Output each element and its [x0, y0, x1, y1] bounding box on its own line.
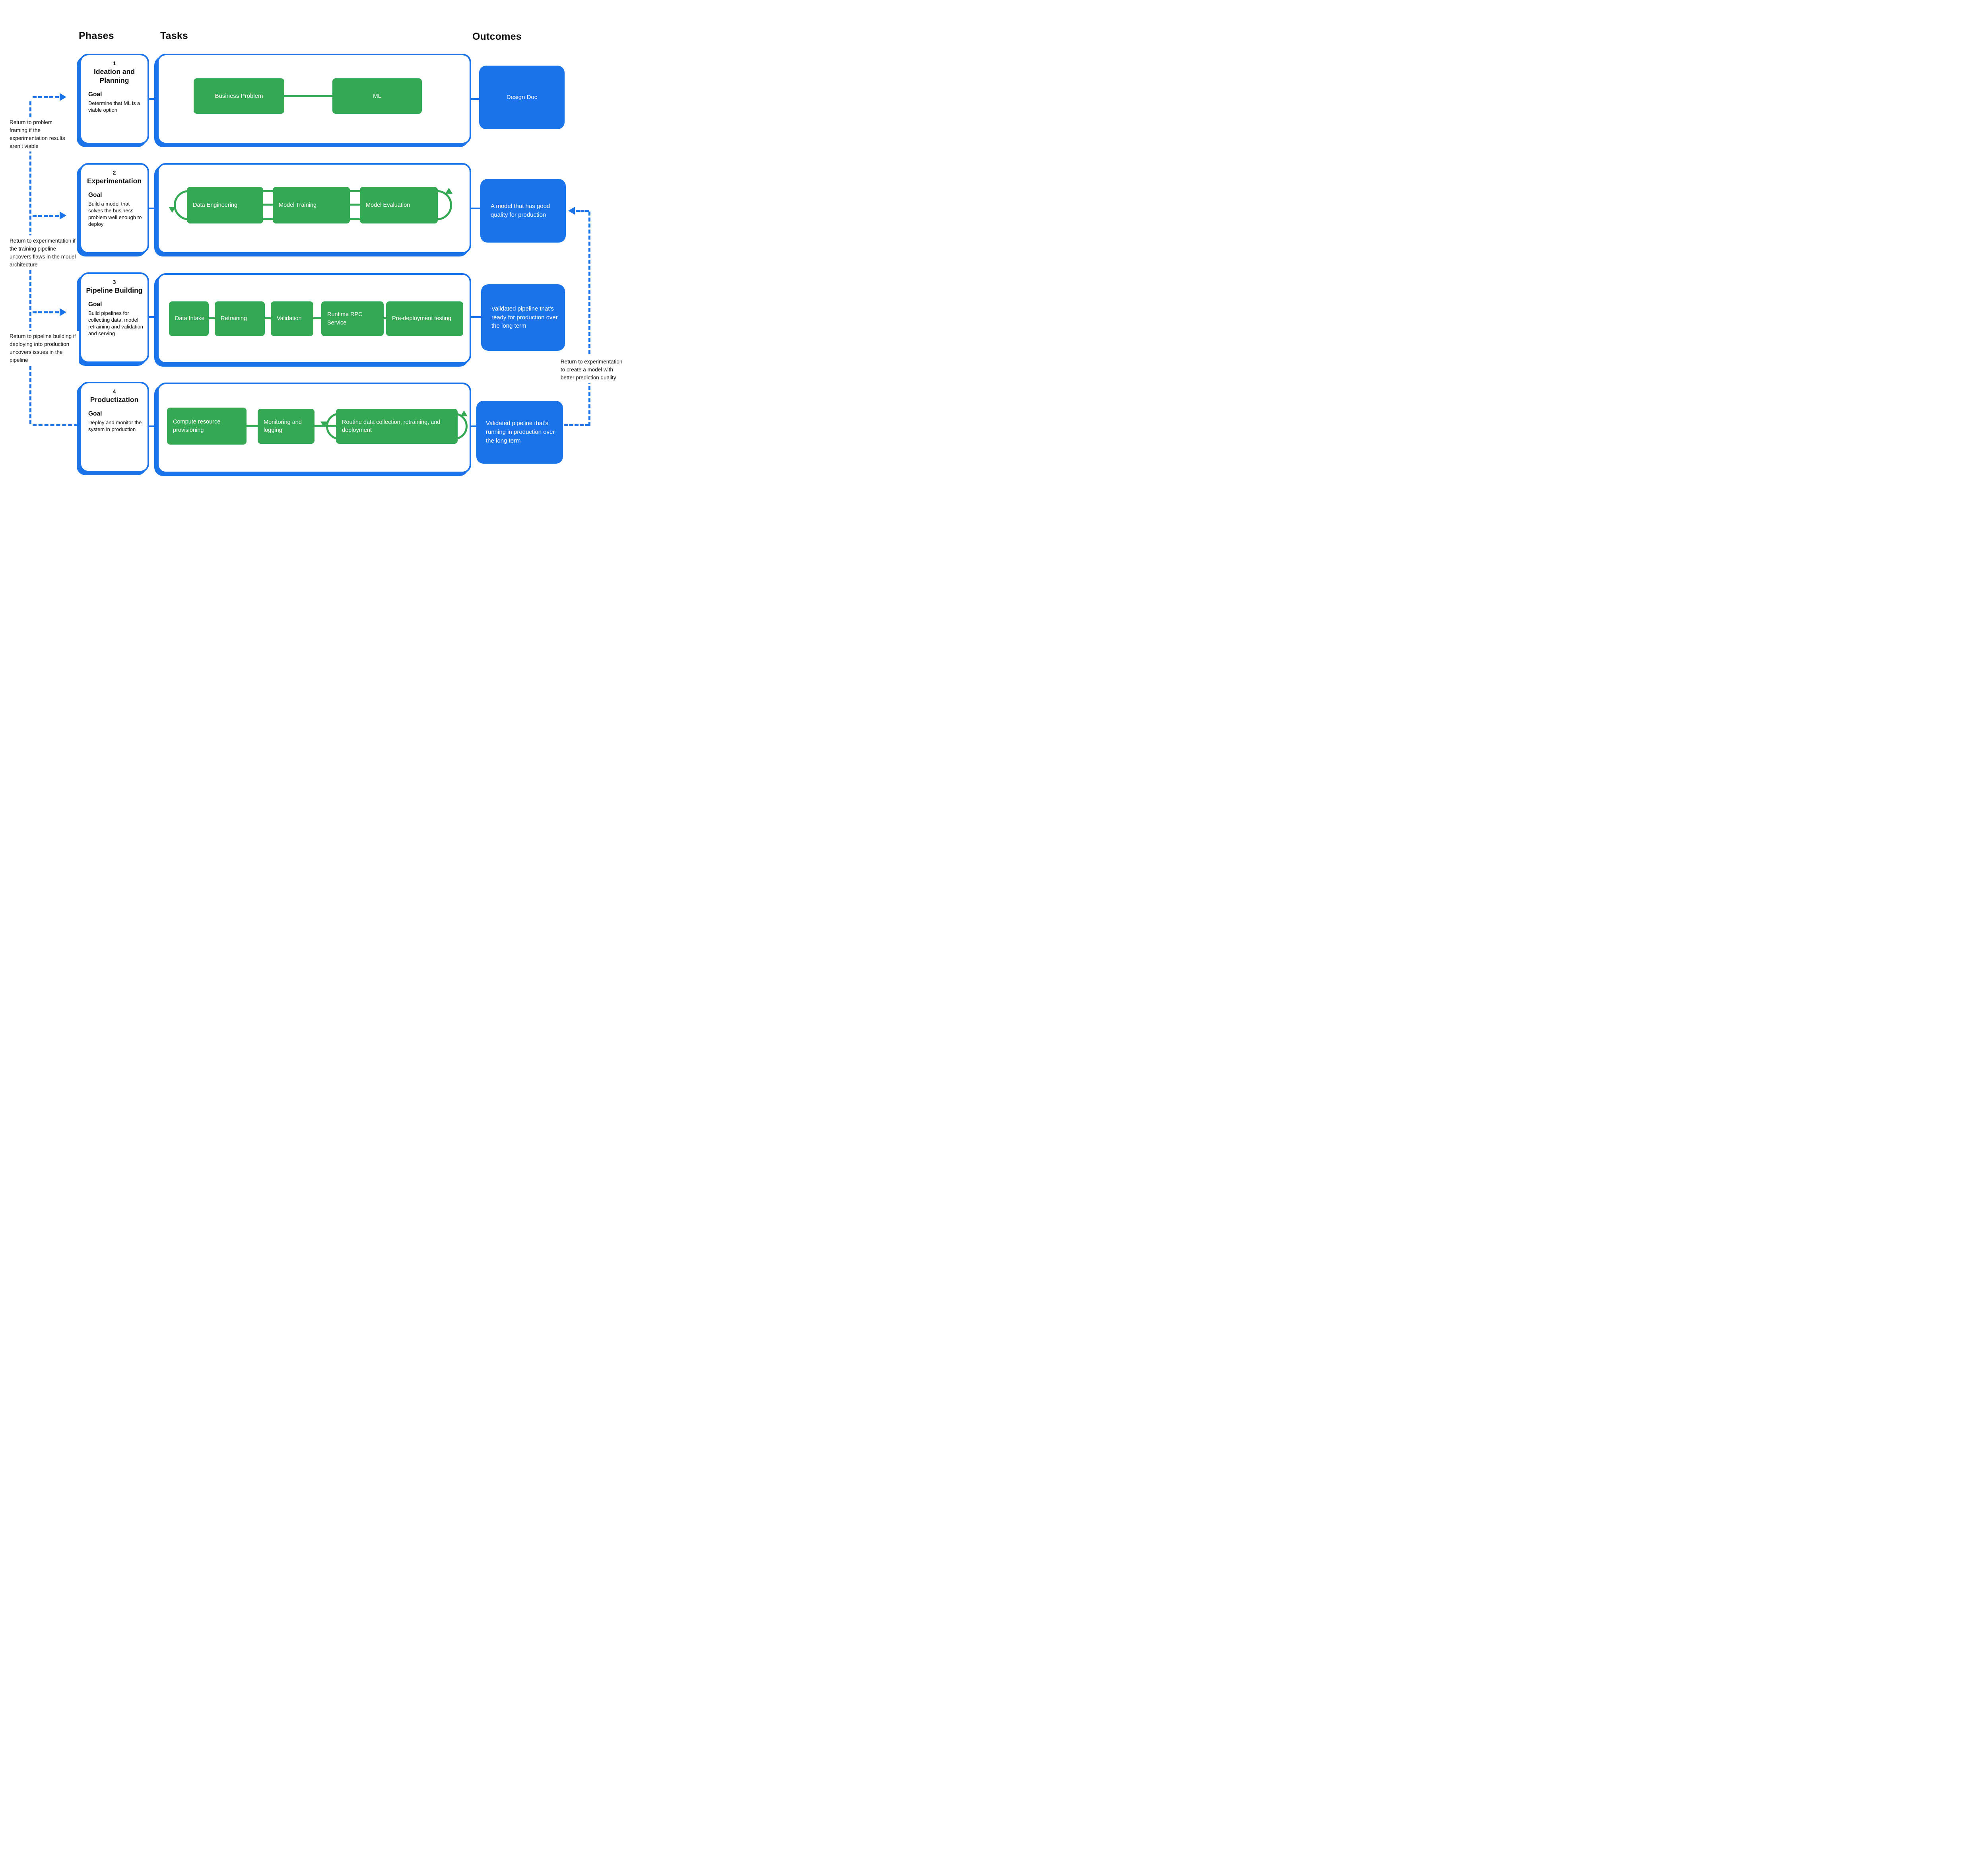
annotation-return-to-pipeline-building: Return to pipeline building if deploying… [10, 331, 79, 366]
phase-2-to-tasks-connector [148, 208, 159, 209]
phase-1-title: Ideation and Planning [93, 68, 135, 84]
return-branch-from-outcome-4-line [564, 424, 589, 426]
phase-4-title: Productization [90, 396, 139, 404]
phase-1-goal-text: Determine that ML is a viable option [88, 100, 140, 113]
phase-3-number: 3 [113, 279, 116, 285]
task-validation: Validation [271, 301, 313, 336]
return-branch-to-phase-1-line [33, 96, 59, 98]
model-training-to-model-evaluation-connector [347, 204, 363, 206]
return-arrow-to-phase-1-icon [60, 93, 66, 101]
loop-arrow-left-icon [169, 207, 176, 213]
data-engineering-to-model-training-connector [260, 204, 276, 206]
phase-4-goal-label: Goal [88, 410, 102, 417]
phase-1-number: 1 [113, 60, 116, 66]
compute-to-monitoring-connector [245, 425, 260, 427]
loop-arrow-right-icon [445, 188, 452, 194]
task-business-problem: Business Problem [194, 78, 284, 114]
phase-2-goal-label: Goal [88, 191, 102, 198]
phase-4-goal-text: Deploy and monitor the system in product… [88, 419, 142, 433]
return-branch-from-phase-4-line [33, 424, 78, 426]
outcome-model-good-quality: A model that has good quality for produc… [480, 179, 566, 243]
phase-1-goal-label: Goal [88, 91, 102, 98]
annotation-return-to-problem-framing: Return to problem framing if the experim… [10, 117, 66, 152]
task-runtime-rpc-service: Runtime RPC Service [321, 301, 384, 336]
task-data-engineering: Data Engineering [187, 187, 263, 223]
task-compute-resource-provisioning: Compute resource provisioning [167, 408, 247, 445]
outcome-design-doc: Design Doc [479, 66, 565, 129]
outcome-validated-pipeline-ready: Validated pipeline that’s ready for prod… [481, 284, 565, 351]
task-ml: ML [332, 78, 422, 114]
phase-4-number: 4 [113, 388, 116, 394]
return-arrow-to-phase-3-icon [60, 308, 66, 316]
phases-column-header: Phases [79, 30, 114, 41]
phase-3-title: Pipeline Building [86, 286, 143, 294]
task-pre-deployment-testing: Pre-deployment testing [386, 301, 463, 336]
return-arrow-to-phase-2-icon [60, 212, 66, 220]
phase-2-number: 2 [113, 169, 116, 176]
task-routine-data-collection: Routine data collection, retraining, and… [336, 409, 458, 444]
tasks-3-to-outcome-connector [470, 316, 483, 318]
phase-2-box: 2 Experimentation Goal Build a model tha… [80, 163, 149, 254]
annotation-return-to-experimentation: Return to experimentation if the trainin… [10, 235, 76, 270]
tasks-column-header: Tasks [160, 30, 188, 41]
phase-4-box: 4 Productization Goal Deploy and monitor… [80, 382, 149, 472]
task-monitoring-and-logging: Monitoring and logging [258, 409, 315, 444]
data-intake-to-retraining-connector [207, 317, 218, 319]
outcome-validated-pipeline-running: Validated pipeline that’s running in pro… [476, 401, 563, 464]
phase-3-goal-text: Build pipelines for collecting data, mod… [88, 310, 144, 337]
right-return-rail-line [588, 212, 590, 426]
return-branch-to-outcome-2-line [576, 210, 589, 212]
phase-1-box: 1 Ideation and Planning Goal Determine t… [80, 54, 149, 144]
phase-2-title: Experimentation [87, 177, 142, 185]
return-arrow-to-outcome-2-icon [568, 207, 575, 215]
return-branch-to-phase-2-line [33, 215, 59, 217]
return-branch-to-phase-3-line [33, 311, 59, 313]
monitoring-to-routine-connector [313, 425, 338, 427]
phase-3-goal-label: Goal [88, 301, 102, 308]
task-retraining: Retraining [215, 301, 265, 336]
annotation-return-to-experimentation-right: Return to experimentation to create a mo… [561, 356, 623, 383]
phase-3-to-tasks-connector [148, 316, 159, 318]
task-model-training: Model Training [273, 187, 350, 223]
phase-1-to-tasks-connector [148, 98, 159, 100]
outcomes-column-header: Outcomes [472, 31, 522, 42]
tasks-1-to-outcome-connector [470, 98, 481, 100]
task-model-evaluation: Model Evaluation [360, 187, 438, 223]
runtime-rpc-to-pre-deployment-connector [381, 317, 389, 319]
retraining-to-validation-connector [262, 317, 274, 319]
phase-3-box: 3 Pipeline Building Goal Build pipelines… [80, 272, 149, 363]
phase-2-goal-text: Build a model that solves the business p… [88, 200, 142, 227]
tasks-2-to-outcome-connector [470, 208, 482, 209]
task-data-intake: Data Intake [169, 301, 209, 336]
business-problem-to-ml-connector [278, 95, 338, 97]
ml-workflow-diagram: Phases Tasks Outcomes Return to problem … [0, 0, 623, 514]
self-loop-arrow-right-icon [460, 410, 468, 416]
tasks-4-to-outcome-connector [470, 425, 478, 427]
validation-to-runtime-rpc-connector [311, 317, 324, 319]
phase-4-to-tasks-connector [148, 425, 159, 427]
